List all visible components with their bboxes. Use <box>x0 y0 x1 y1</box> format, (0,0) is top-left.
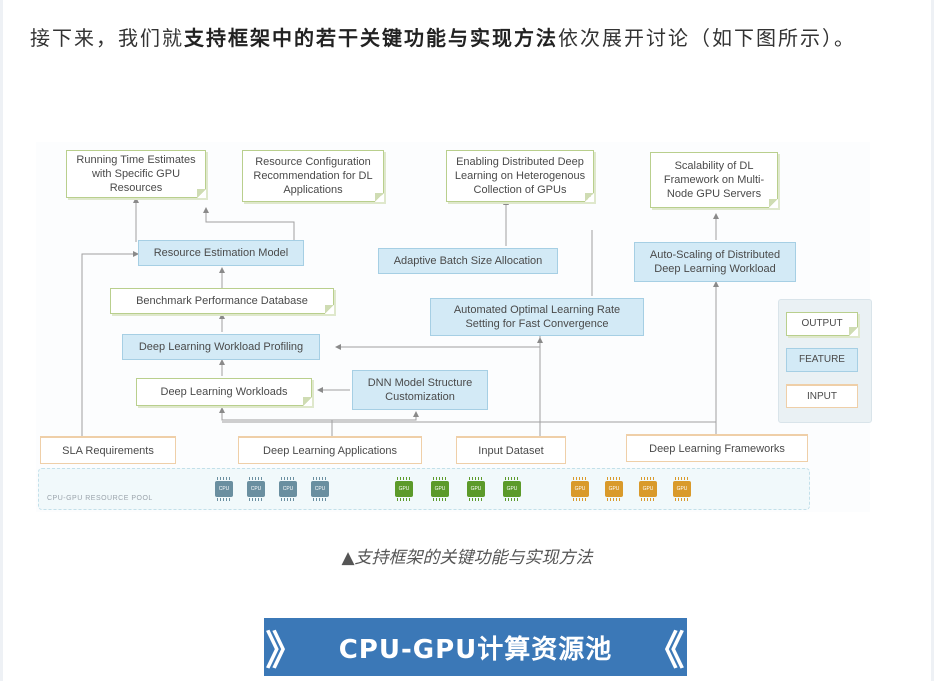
wire-lr-to-prof <box>335 336 541 350</box>
note-running-time: Running Time Estimates with Specific GPU… <box>66 150 206 198</box>
input-dl-applications: Deep Learning Applications <box>238 436 422 464</box>
feature-learning-rate: Automated Optimal Learning Rate Setting … <box>430 298 644 336</box>
legend-input: INPUT <box>786 384 858 408</box>
note-dl-workloads: Deep Learning Workloads <box>136 378 312 406</box>
feature-batch-size: Adaptive Batch Size Allocation <box>378 248 558 274</box>
wire-apps-to-workload <box>219 407 333 436</box>
legend-feature: FEATURE <box>786 348 858 372</box>
gpu-chip-icon: GPU <box>673 477 691 501</box>
note-scalability: Scalability of DL Framework on Multi- No… <box>650 152 778 208</box>
resource-pool-label: CPU-GPU RESOURCE POOL <box>47 495 153 502</box>
cpu-chip-icon: CPU <box>311 477 329 501</box>
input-dataset: Input Dataset <box>456 436 566 464</box>
input-dl-frameworks: Deep Learning Frameworks <box>626 434 808 462</box>
gpu-chip-icon: GPU <box>395 477 413 501</box>
banner-left-chevron-icon: 》 <box>265 628 307 674</box>
gpu-chip-icon: GPU <box>639 477 657 501</box>
cpu-chip-icon: CPU <box>279 477 297 501</box>
gpu-chip-icon: GPU <box>503 477 521 501</box>
note-benchmark-db: Benchmark Performance Database <box>110 288 334 314</box>
intro-text-start: 接下来，我们就 <box>30 26 184 50</box>
gpu-chip-icon: GPU <box>605 477 623 501</box>
feature-dnn-customization: DNN Model Structure Customization <box>352 370 488 410</box>
page-right-border <box>931 0 934 681</box>
wire-sla-to-model <box>81 251 139 436</box>
feature-profiling: Deep Learning Workload Profiling <box>122 334 320 360</box>
legend-output: OUTPUT <box>786 312 858 336</box>
page-left-border <box>0 0 3 681</box>
diagram-connectors <box>81 197 825 436</box>
note-distributed: Enabling Distributed Deep Learning on He… <box>446 150 594 202</box>
feature-auto-scaling: Auto-Scaling of Distributed Deep Learnin… <box>634 242 796 282</box>
figure-caption: ▲支持框架的关键功能与实现方法 <box>341 548 593 568</box>
gpu-chip-icon: GPU <box>431 477 449 501</box>
intro-paragraph: 接下来，我们就支持框架中的若干关键功能与实现方法依次展开讨论（如下图所示）。 <box>30 18 910 58</box>
gpu-chip-icon: GPU <box>571 477 589 501</box>
note-resource-config: Resource Configuration Recommendation fo… <box>242 150 384 202</box>
banner-right-chevron-icon: 《 <box>644 628 686 674</box>
wire-apps-to-dnn <box>332 411 419 421</box>
section-banner: 》 CPU-GPU计算资源池 《 <box>264 618 687 676</box>
framework-diagram: Running Time Estimates with Specific GPU… <box>36 142 872 512</box>
input-sla: SLA Requirements <box>40 436 176 464</box>
cpu-chip-icon: CPU <box>215 477 233 501</box>
intro-text-end: 依次展开讨论（如下图所示）。 <box>558 26 856 50</box>
wire-model-to-config <box>203 207 295 242</box>
resource-pool: CPU-GPU RESOURCE POOL CPU CPU CPU CPU GP… <box>38 468 810 510</box>
feature-resource-model: Resource Estimation Model <box>138 240 304 266</box>
gpu-chip-icon: GPU <box>467 477 485 501</box>
cpu-chip-icon: CPU <box>247 477 265 501</box>
banner-title: CPU-GPU计算资源池 <box>338 634 613 665</box>
intro-text-bold: 支持框架中的若干关键功能与实现方法 <box>184 26 558 50</box>
